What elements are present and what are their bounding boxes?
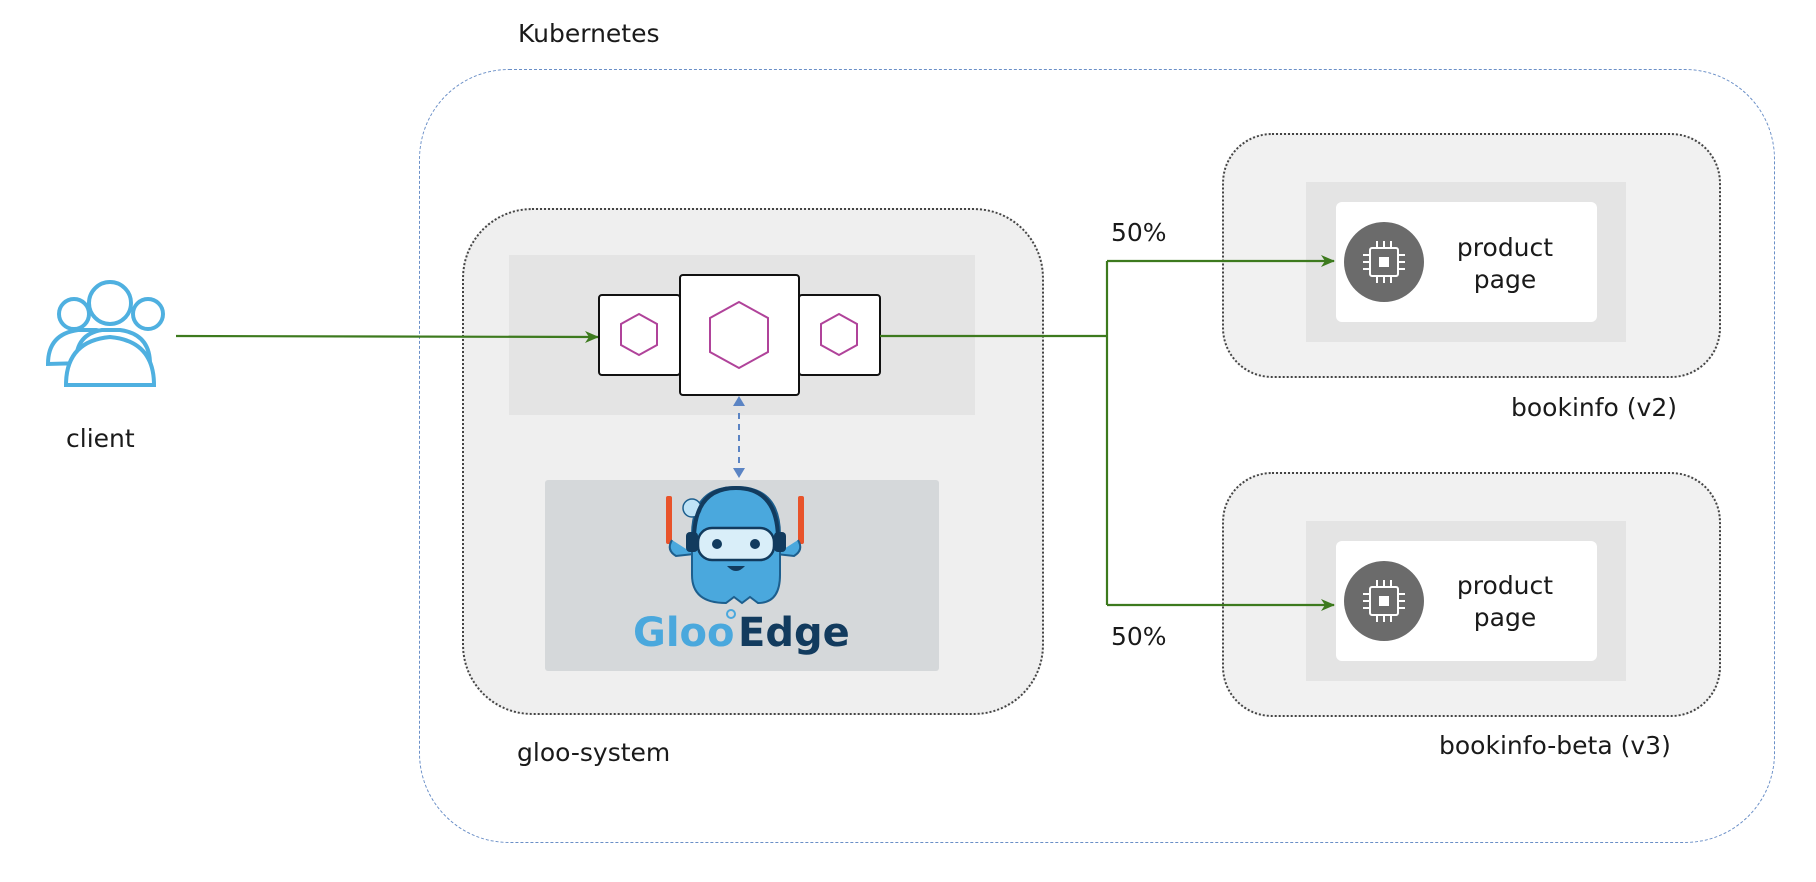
client-to-proxy-arrow [175, 330, 599, 343]
chip-icon [1344, 561, 1424, 641]
cluster-label: Kubernetes [518, 19, 660, 48]
gloo-system-label: gloo-system [517, 738, 671, 767]
route-weight-v2: 50% [1111, 218, 1167, 247]
bookinfo-v2-service-line2: page [1473, 265, 1537, 294]
gloo-edge-wordmark: Gloo Edge [633, 609, 850, 656]
route-weight-v3: 50% [1111, 622, 1167, 651]
bookinfo-v3-label: bookinfo-beta (v3) [1439, 731, 1671, 760]
control-plane-link [733, 396, 745, 478]
routing-arrows [880, 255, 1335, 611]
bookinfo-v3-service-line2: page [1473, 603, 1537, 632]
hexagon-icon [620, 312, 658, 357]
wordmark-edge: Edge [738, 610, 850, 656]
client-label: client [66, 424, 135, 453]
users-icon [45, 280, 165, 387]
bookinfo-v3-service-line1: product [1456, 571, 1554, 600]
gloo-mascot-icon [666, 485, 804, 605]
hexagon-icon [820, 312, 858, 357]
bookinfo-v2-service-line1: product [1456, 233, 1554, 262]
envoy-proxy [598, 274, 881, 396]
wordmark-gloo: Gloo [633, 610, 735, 656]
chip-icon [1344, 222, 1424, 302]
bookinfo-v2-label: bookinfo (v2) [1511, 393, 1677, 422]
kubernetes-cluster [419, 69, 1775, 843]
hexagon-icon [709, 300, 769, 370]
